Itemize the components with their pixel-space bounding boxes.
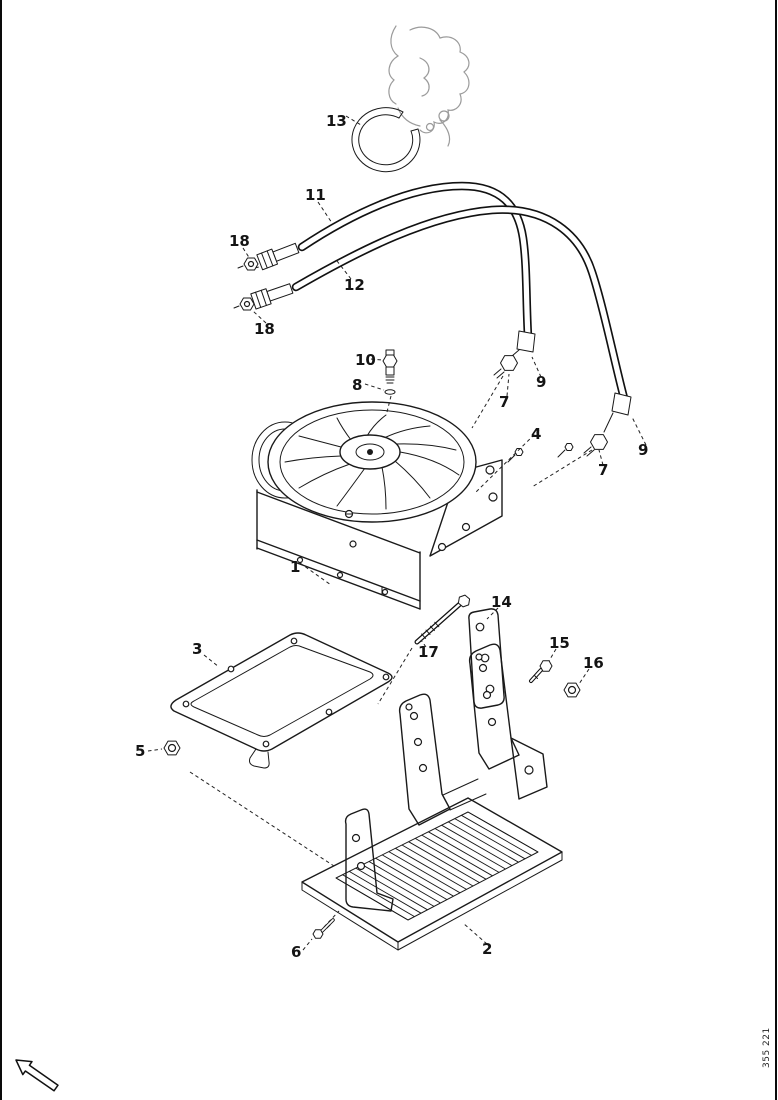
callout-13: 13 xyxy=(326,112,347,130)
hose-clamp-13 xyxy=(351,107,421,173)
grille-frame xyxy=(335,811,539,921)
callout-8: 8 xyxy=(352,376,362,394)
page-left-border xyxy=(0,0,2,1100)
callout-16: 16 xyxy=(583,654,604,672)
callout-7: 7 xyxy=(598,461,608,479)
plug-18-upper xyxy=(237,257,259,271)
grille-hatch xyxy=(335,811,539,921)
nut-7-upper xyxy=(500,355,518,371)
callout-7: 7 xyxy=(499,393,509,411)
part-code: 355 221 xyxy=(762,1027,772,1068)
mounting-bracket-2 xyxy=(301,643,563,951)
gasket-3 xyxy=(170,632,393,769)
callout-9: 9 xyxy=(536,373,546,391)
nut-5 xyxy=(163,740,181,756)
bracket-arm-rear xyxy=(468,643,520,770)
callout-10: 10 xyxy=(355,351,376,369)
callout-18: 18 xyxy=(229,232,250,250)
callout-9: 9 xyxy=(638,441,648,459)
nut-7-lower xyxy=(590,434,608,450)
base-plate xyxy=(301,797,563,951)
plug-18-lower xyxy=(233,297,255,311)
washer-8 xyxy=(384,389,396,395)
bolt-17 xyxy=(414,594,471,645)
elbow-fitting-9-lower xyxy=(583,392,632,457)
nut-16 xyxy=(563,682,581,698)
hose-upper-11 xyxy=(297,181,533,341)
callout-12: 12 xyxy=(344,276,365,294)
bracket-arm-front xyxy=(398,693,451,826)
cooler-shroud xyxy=(256,459,503,610)
hose-lower-12 xyxy=(291,205,629,403)
temperature-sensor-10 xyxy=(382,349,398,384)
callout-17: 17 xyxy=(418,643,439,661)
bracket-side-plate xyxy=(442,737,548,811)
cooling-fan xyxy=(267,401,477,523)
leader-lines xyxy=(147,115,647,951)
callout-11: 11 xyxy=(305,186,326,204)
engine-outline xyxy=(388,25,470,147)
elbow-fitting-9-upper xyxy=(493,330,536,379)
callout-1: 1 xyxy=(290,558,300,576)
callout-5: 5 xyxy=(135,742,145,760)
callout-3: 3 xyxy=(192,640,202,658)
callout-labels: 13 11 18 12 18 10 8 9 7 4 9 7 1 14 3 17 15 16 5 6 2 xyxy=(135,112,648,961)
screw-6 xyxy=(312,918,335,939)
callout-15: 15 xyxy=(549,634,570,652)
callout-18: 18 xyxy=(254,320,275,338)
callout-4: 4 xyxy=(531,425,541,443)
callout-6: 6 xyxy=(291,943,301,961)
page-right-border xyxy=(775,0,777,1100)
fan-blades xyxy=(284,414,460,510)
foot-bracket xyxy=(344,808,394,912)
bracket-plate-14 xyxy=(468,608,505,709)
shroud-front-bolts xyxy=(344,509,357,548)
callout-2: 2 xyxy=(482,940,492,958)
screws-4 xyxy=(507,443,574,463)
screw-15 xyxy=(529,660,553,683)
callout-14: 14 xyxy=(491,593,512,611)
direction-arrow-icon xyxy=(15,1059,59,1092)
